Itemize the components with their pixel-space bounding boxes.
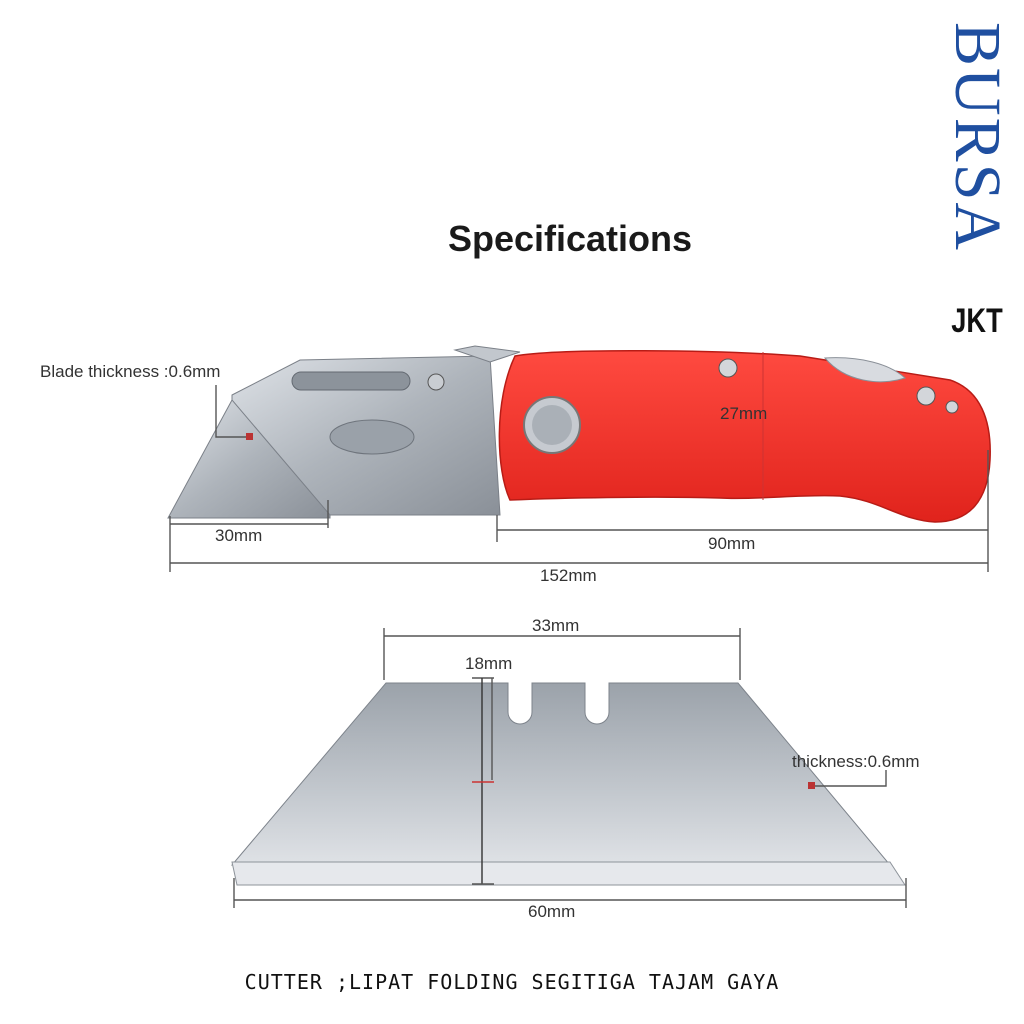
knife-screw-handle-1: [718, 358, 738, 378]
knife-handle-length-label: 90mm: [708, 534, 756, 553]
blade-thickness-label: thickness:0.6mm: [792, 752, 920, 771]
knife-height-label: 27mm: [720, 404, 768, 423]
knife-total-length-label: 152mm: [540, 566, 597, 585]
knife-blade-length-label: 30mm: [215, 526, 263, 545]
brand-logo-text: BURSA: [941, 22, 1014, 253]
knife-red-handle: [498, 349, 991, 523]
folding-knife: [167, 345, 991, 523]
product-caption: CUTTER ;LIPAT FOLDING SEGITIGA TAJAM GAY…: [244, 970, 780, 994]
blade-bottom-width-label: 60mm: [528, 902, 576, 921]
blade-height-label: 18mm: [465, 654, 513, 673]
knife-screw-handle-2: [916, 386, 936, 406]
blade-edge: [231, 861, 906, 886]
page-title: Specifications: [447, 218, 693, 259]
knife-screw-handle-3: [945, 400, 959, 414]
knife-slide-slot: [291, 371, 411, 391]
blade-body: [230, 682, 892, 866]
replacement-blade: [230, 682, 906, 886]
knife-spine: [453, 345, 521, 363]
brand-logo-sub: JKT: [951, 302, 1003, 340]
knife-handle-notch: [823, 357, 906, 383]
blade-dimension-lines: [233, 628, 907, 908]
knife-oval-recess: [329, 419, 415, 455]
knife-dimension-lines: [169, 352, 989, 572]
blade-top-width-label: 33mm: [532, 616, 580, 635]
knife-blade-thickness-label: Blade thickness :0.6mm: [40, 362, 221, 381]
knife-screw-front: [427, 373, 445, 391]
